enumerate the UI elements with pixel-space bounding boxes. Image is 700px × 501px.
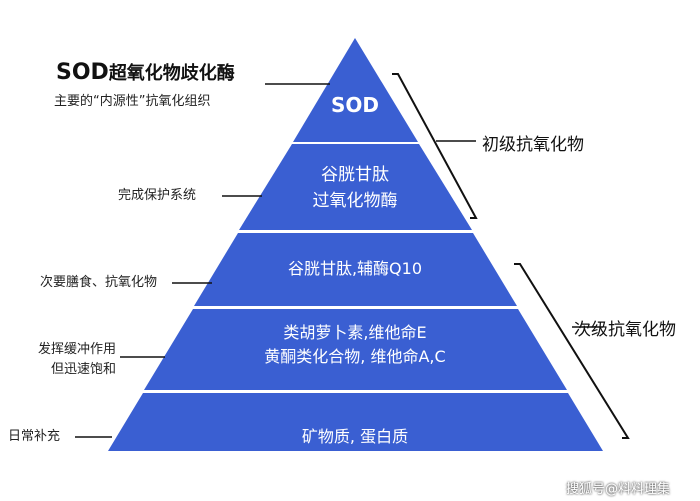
title: SOD超氧化物歧化酶 <box>56 59 235 85</box>
layer-3-text: 谷胱甘肽,辅酶Q10 <box>230 258 480 280</box>
layer-5-line: 矿物质, 蛋白质 <box>301 427 409 446</box>
pyramid-layer-1 <box>293 38 418 142</box>
pyramid-layer-2 <box>239 144 472 230</box>
left-label-buffer-line: 但迅速饱和 <box>50 362 116 377</box>
layer-4-text: 类胡萝卜素,维他命E 黄酮类化合物, 维他命A,C <box>200 321 510 369</box>
title-rest: 超氧化物歧化酶 <box>108 63 235 84</box>
pyramid-layer-3 <box>194 233 517 306</box>
pyramid-layer-4 <box>144 309 567 390</box>
left-label-buffer-line: 发挥缓冲作用 <box>37 342 116 357</box>
layer-2-text: 谷胱甘肽 过氧化物酶 <box>255 162 455 214</box>
subtitle: 主要的“内源性”抗氧化组织 <box>54 94 211 109</box>
pyramid-layer-5 <box>108 393 603 451</box>
layer-3-line: 谷胱甘肽,辅酶Q10 <box>287 259 423 278</box>
left-label-protection: 完成保护系统 <box>118 188 197 203</box>
layer-4-line: 黄酮类化合物, 维他命A,C <box>264 347 446 366</box>
bracket-primary <box>392 73 478 219</box>
layer-1-line: SOD <box>330 93 379 117</box>
left-label-buffer: 发挥缓冲作用 但迅速饱和 <box>20 340 116 380</box>
layer-5-text: 矿物质, 蛋白质 <box>255 426 455 448</box>
watermark: 搜狐号@料料理集 <box>566 482 671 497</box>
title-sod: SOD <box>56 60 109 85</box>
layer-2-line: 谷胱甘肽 <box>321 165 389 185</box>
layer-1-text: SOD <box>305 94 405 116</box>
layer-2-line: 过氧化物酶 <box>312 191 398 211</box>
label-secondary-antioxidants: 次级抗氧化物 <box>574 320 676 340</box>
left-label-daily: 日常补充 <box>8 429 61 444</box>
label-primary-antioxidants: 初级抗氧化物 <box>482 135 584 155</box>
layer-4-line: 类胡萝卜素,维他命E <box>283 323 427 342</box>
left-label-diet: 次要膳食、抗氧化物 <box>40 275 158 290</box>
bracket-secondary <box>514 263 630 439</box>
